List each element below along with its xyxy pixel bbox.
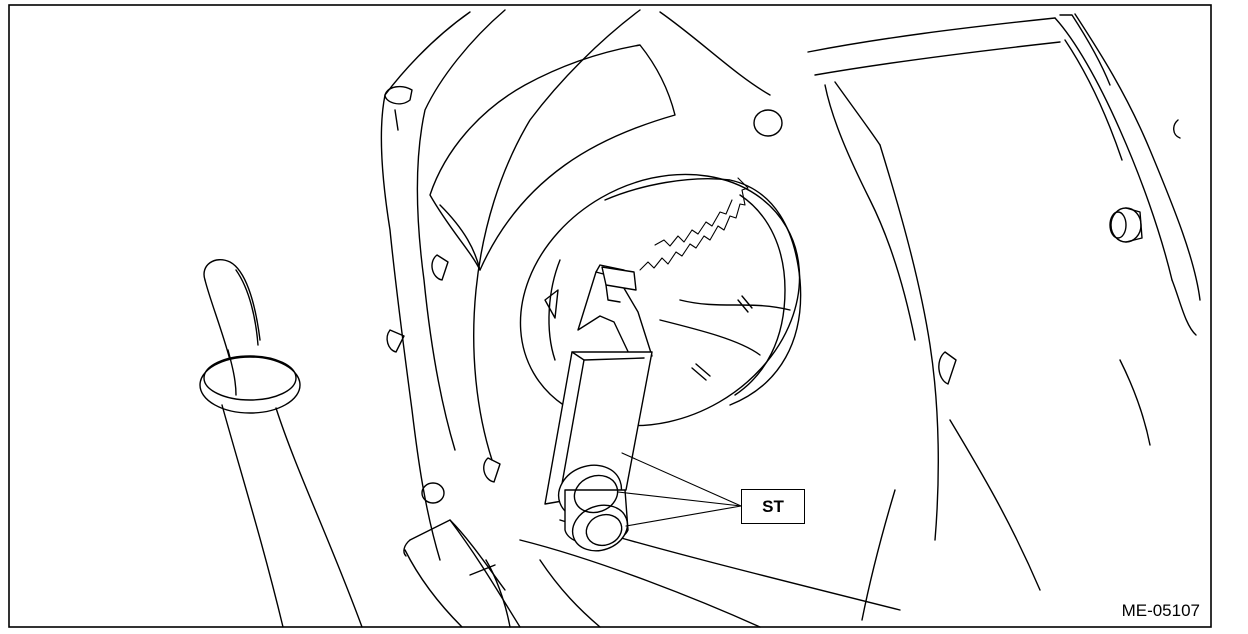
figure-code: ME-05107 <box>1121 601 1200 620</box>
tool-st-icon <box>544 264 653 552</box>
flywheel-ring-gear-icon <box>519 173 802 427</box>
engine-housing-icon <box>380 9 1201 628</box>
tool-callout-label: ST <box>741 489 805 524</box>
dipstick-tube-icon <box>199 259 363 628</box>
lower-pipe <box>403 519 601 628</box>
figure-border <box>8 4 1212 628</box>
callout-leaders <box>617 452 742 527</box>
